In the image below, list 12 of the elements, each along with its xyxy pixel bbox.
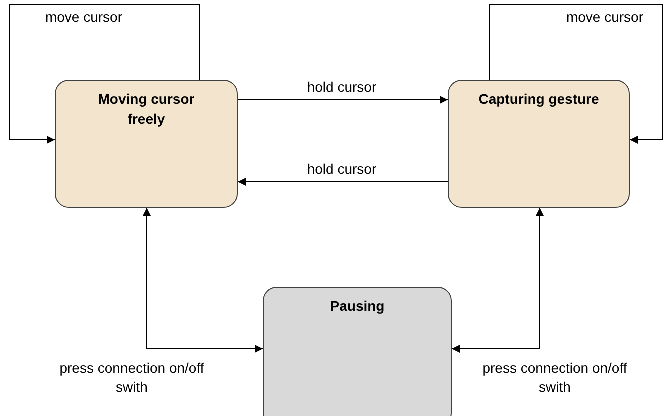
state-box [55,80,238,208]
state-name: Pausing [329,297,386,316]
arrow [238,178,448,186]
arrow [490,4,664,144]
arrow [452,208,544,353]
state-name: Capturing gesture [478,90,600,109]
state-name: Moving cursor freely [97,90,196,129]
arrow [10,4,200,144]
arrow [143,208,264,353]
arrow [238,96,448,104]
state-box [448,80,630,208]
state-box [263,287,452,416]
